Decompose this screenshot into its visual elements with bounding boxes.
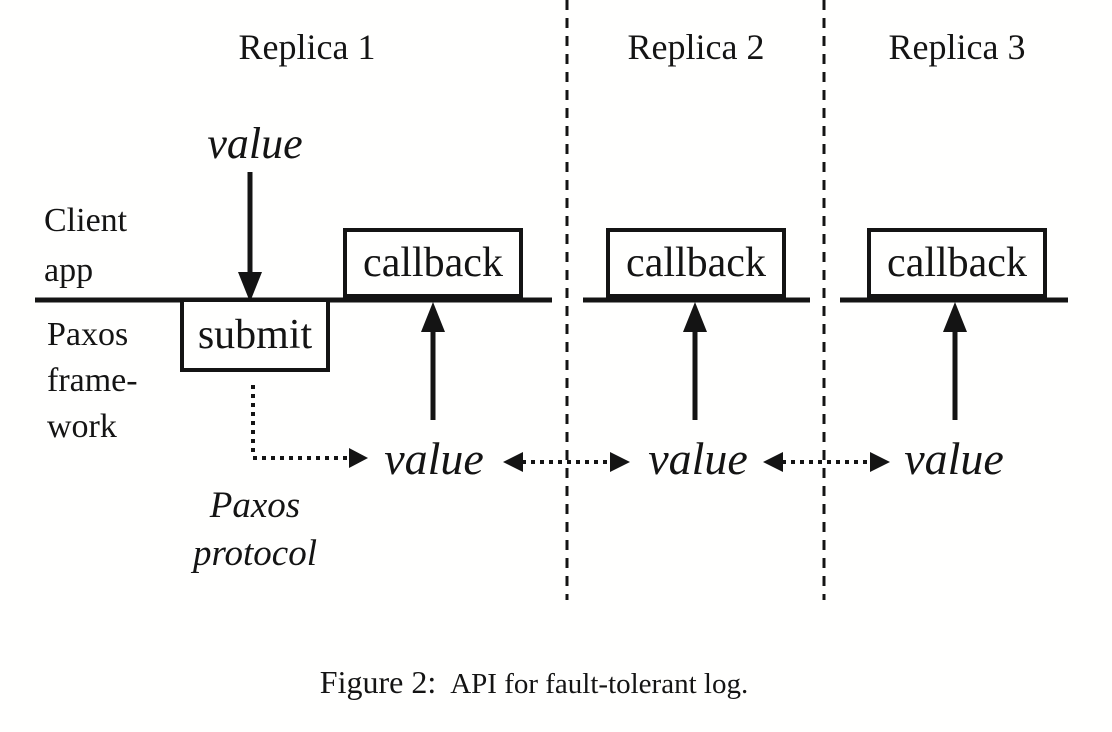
callback-box-replica3: callback (867, 228, 1047, 298)
callback-box-label-replica3: callback (887, 240, 1027, 286)
callback-box-label-replica1: callback (363, 240, 503, 286)
client-app-label-line1: Client (44, 202, 128, 239)
client-app-layer-label: Client app (44, 196, 127, 296)
value-exchange-right-arrow-head-1 (610, 452, 630, 472)
value-exchange-left-arrow-head-2 (763, 452, 783, 472)
callback-box-replica2: callback (606, 228, 786, 298)
paxos-framework-layer-label: Paxos frame- work (47, 312, 138, 450)
paxos-framework-label-line1: Paxos (47, 316, 129, 353)
replica-2-title: Replica 2 (627, 27, 765, 67)
callback-up-arrow-head-replica1 (421, 302, 445, 332)
chosen-value-label-replica2: value (648, 433, 748, 484)
callback-box-replica1: callback (343, 228, 523, 298)
value-input-label: value (207, 119, 303, 168)
client-app-label-line2: app (44, 252, 94, 289)
replica-3-title: Replica 3 (888, 27, 1026, 67)
callback-up-arrow-head-replica3 (943, 302, 967, 332)
chosen-value-label-replica3: value (904, 433, 1004, 484)
figure-caption-label: Figure 2: (319, 664, 437, 700)
paxos-protocol-label-line2: protocol (192, 533, 318, 574)
submit-box-label: submit (197, 312, 313, 358)
replica-1-title: Replica 1 (238, 27, 376, 67)
chosen-value-label-replica1: value (384, 433, 484, 484)
callback-up-arrow-head-replica2 (683, 302, 707, 332)
value-exchange-left-arrow-head-1 (503, 452, 523, 472)
paxos-protocol-label-line1: Paxos (209, 485, 301, 526)
submit-box: submit (180, 298, 330, 372)
paxos-framework-label-line2: frame- (47, 362, 138, 399)
paxos-framework-label-line3: work (47, 408, 117, 445)
callback-box-label-replica2: callback (626, 240, 766, 286)
figure-caption: Figure 2: API for fault-tolerant log. (320, 664, 748, 701)
submit-dotted-connector-arrow-head (349, 448, 368, 468)
figure-caption-text: API for fault-tolerant log. (450, 668, 749, 700)
value-exchange-right-arrow-head-2 (870, 452, 890, 472)
paxos-protocol-label: Paxos protocol (193, 482, 317, 578)
value-down-arrow-head (238, 272, 262, 302)
